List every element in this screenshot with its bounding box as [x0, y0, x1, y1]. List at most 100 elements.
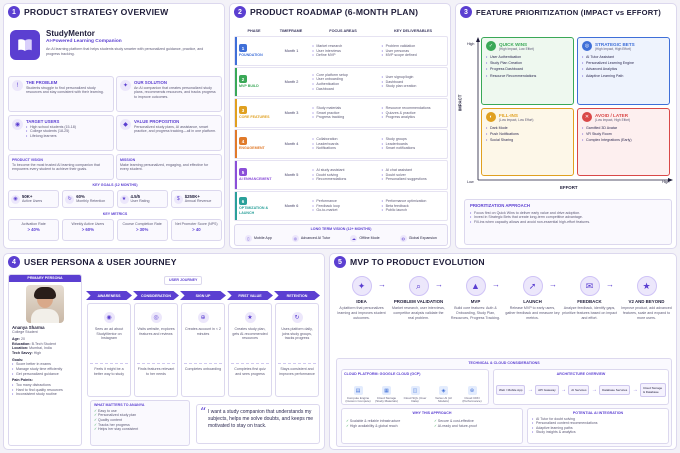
- phase-name: FOUNDATION: [239, 53, 263, 58]
- evolution-flow: ✦ IDEA A platform that personalizes lear…: [334, 274, 674, 356]
- list-item: Focus first on Quick Wins to deliver ear…: [470, 211, 666, 216]
- stage-outcome: Finds features relevant to her needs: [137, 367, 175, 376]
- list-item: Progress analytics: [382, 115, 447, 120]
- persona-card: PRIMARY PERSONA Ananya Sharma College St…: [8, 274, 82, 446]
- user-journey: AWARENESS◉ Sees an ad about StudyMentor …: [86, 287, 322, 399]
- check-icon: ✓: [94, 427, 99, 432]
- check-icon: ✓: [94, 413, 99, 418]
- stage-icon: ◎: [150, 312, 162, 323]
- evolution-step: ➚ LAUNCH Release MVP to early users, gat…: [505, 274, 560, 356]
- evolution-step: ✦ IDEA A platform that personalizes lear…: [334, 274, 389, 356]
- matters-list: ✓ Easy to use ✓ Personalized study plan …: [94, 409, 186, 432]
- stage-icon: ◉: [103, 312, 115, 323]
- metric-card: Weekly Active Users> 60%: [62, 219, 114, 241]
- list-item: Push Notifications: [486, 132, 569, 137]
- list-item: Smart practice: [312, 111, 377, 116]
- step-icon: ⌕: [408, 276, 429, 296]
- list-item: Study insights & analytics: [532, 430, 664, 435]
- section-header: 3 FEATURE PRIORITIZATION (IMPACT vs EFFO…: [456, 4, 676, 20]
- list-item: User personas: [382, 49, 447, 54]
- solution-text: An AI companion that creates personalize…: [134, 85, 216, 99]
- phase-number: 5: [239, 168, 247, 177]
- list-item: Define MVP: [312, 53, 377, 58]
- goal-card: $ $250K+Annual Revenue: [170, 190, 222, 208]
- list-item: User signup/login: [382, 75, 447, 80]
- section-header: 5 MVP TO PRODUCT EVOLUTION: [330, 254, 676, 270]
- target-list: High school students (15-18) College stu…: [26, 125, 76, 139]
- arch-node: Cloud Storage & Database: [639, 382, 666, 397]
- section-header: 2 PRODUCT ROADMAP (6-MONTH PLAN): [230, 4, 450, 20]
- phase-number: 3: [239, 106, 247, 115]
- cloud-item: ◫Cloud SQL (User Data): [403, 386, 427, 404]
- timeframe-cell: Month 4: [284, 142, 299, 146]
- check-icon: ✓: [434, 423, 438, 428]
- prioritization-approach: PRIORITIZATION APPROACH Focus first on Q…: [464, 199, 672, 245]
- list-item: ✓ AI-ready and future-proof: [434, 423, 477, 428]
- step-title: PROBLEM VALIDATION: [393, 299, 444, 304]
- metric-value: > 40: [192, 226, 201, 232]
- roadmap-row: 4 ENGAGEMENT Month 4 CollaborationLeader…: [234, 129, 448, 159]
- list-item: AI chat assistant: [382, 168, 447, 173]
- stage-icon: ⊕: [197, 312, 209, 323]
- metric-value: > 30%: [135, 226, 149, 232]
- phase-cell: 4 ENGAGEMENT: [235, 130, 275, 158]
- roadmap-table-header: PHASE TIMEFRAME FOCUS AREAS KEY DELIVERA…: [234, 26, 448, 35]
- fact-value: B.Tech Student: [31, 341, 56, 346]
- section-product-roadmap: 2 PRODUCT ROADMAP (6-MONTH PLAN) PHASE T…: [229, 3, 451, 249]
- quadrant-list: Dark ModePush NotificationsSocial Sharin…: [486, 126, 569, 143]
- journey-card: ★ Creates study plan, gets AI-recommende…: [228, 303, 272, 397]
- metric-label: Course Completion Rate: [122, 222, 162, 226]
- matters-title: WHAT MATTERS TO ANANYA: [94, 403, 145, 407]
- check-icon: ✓: [94, 422, 98, 427]
- cloud-item: ▦Cloud Storage (Study Materials): [375, 386, 398, 404]
- list-item: High school students (15-18): [26, 125, 76, 130]
- check-icon: ✓: [94, 408, 99, 413]
- app-logo: [10, 30, 40, 60]
- ai-title: POTENTIAL AI INTEGRATION: [572, 411, 624, 415]
- roadmap-row: 3 CORE FEATURES Month 3 Study materialsS…: [234, 98, 448, 128]
- fact-value: High: [33, 350, 42, 355]
- vision-item: ◎Advanced AI Tutor: [291, 234, 331, 242]
- step-title: LAUNCH: [523, 299, 542, 304]
- goals-list: Score better in exams Manage study time …: [9, 362, 81, 376]
- list-item: AI Tutor Assistant: [582, 55, 665, 60]
- roadmap-row: 6 OPTIMIZATION & LAUNCH Month 6 Performa…: [234, 191, 448, 221]
- list-item: Doubt solver: [382, 173, 447, 178]
- quadrant-subtitle: (High Impact, High Effort): [595, 46, 631, 51]
- quadrant-subtitle: (Low Impact, Low Effort): [499, 117, 534, 122]
- deliverables-cell: Resource recommendationsQuizzes & practi…: [378, 106, 447, 120]
- focus-cell: Market researchUser interviewsDefine MVP: [308, 44, 377, 58]
- phase-cell: 6 OPTIMIZATION & LAUNCH: [235, 192, 275, 220]
- list-item: Progress Dashboard: [486, 67, 569, 72]
- list-item: Performance: [312, 199, 377, 204]
- list-item: Personalized Learning Engine: [582, 61, 665, 66]
- quadrant-grid: ✓ QUICK WINS (High Impact, Low Effort) U…: [481, 37, 671, 177]
- journey-stage: CONSIDERATION: [133, 291, 179, 300]
- arrow-icon: →: [560, 386, 566, 393]
- quadrant-list: AI Tutor AssistantPersonalized Learning …: [582, 55, 665, 78]
- arch-node: API Gateway: [535, 384, 559, 395]
- list-item: Resource Recommendations: [486, 74, 569, 79]
- list-item: Leaderboards: [312, 142, 377, 147]
- metrics-title: KEY METRICS: [102, 212, 128, 216]
- section-feature-prioritization: 3 FEATURE PRIORITIZATION (IMPACT vs EFFO…: [455, 3, 677, 249]
- section-mvp-evolution: 5 MVP TO PRODUCT EVOLUTION ✦ IDEA A plat…: [329, 253, 677, 450]
- architecture-flow: Web / Mobile App → API Gateway → AI Serv…: [496, 382, 666, 397]
- list-item: Complex Integrations (Early): [582, 138, 665, 143]
- phase-number: 2: [239, 75, 247, 84]
- metric-value: > 60%: [81, 226, 95, 232]
- fact-key: Location:: [12, 346, 29, 351]
- phase-number: 1: [239, 44, 247, 53]
- axis-low: Low: [467, 180, 474, 184]
- solution-title: OUR SOLUTION: [134, 80, 167, 85]
- quadrant-list: User AuthenticationStudy Plan CreationPr…: [486, 55, 569, 78]
- metric-label: Net Promoter Score (NPS): [175, 222, 218, 226]
- step-icon: ➚: [522, 276, 543, 296]
- persona-fact: Age: 20: [12, 337, 78, 342]
- section-header: 4 USER PERSONA & USER JOURNEY: [4, 254, 324, 270]
- list-item: Beta feedback: [382, 204, 447, 209]
- goal-label: Active Users: [22, 199, 43, 204]
- app-tagline: AI-Powered Learning Companion: [46, 39, 122, 44]
- value-proposition-card: ◆ VALUE PROPOSITION Personalized study p…: [116, 115, 222, 151]
